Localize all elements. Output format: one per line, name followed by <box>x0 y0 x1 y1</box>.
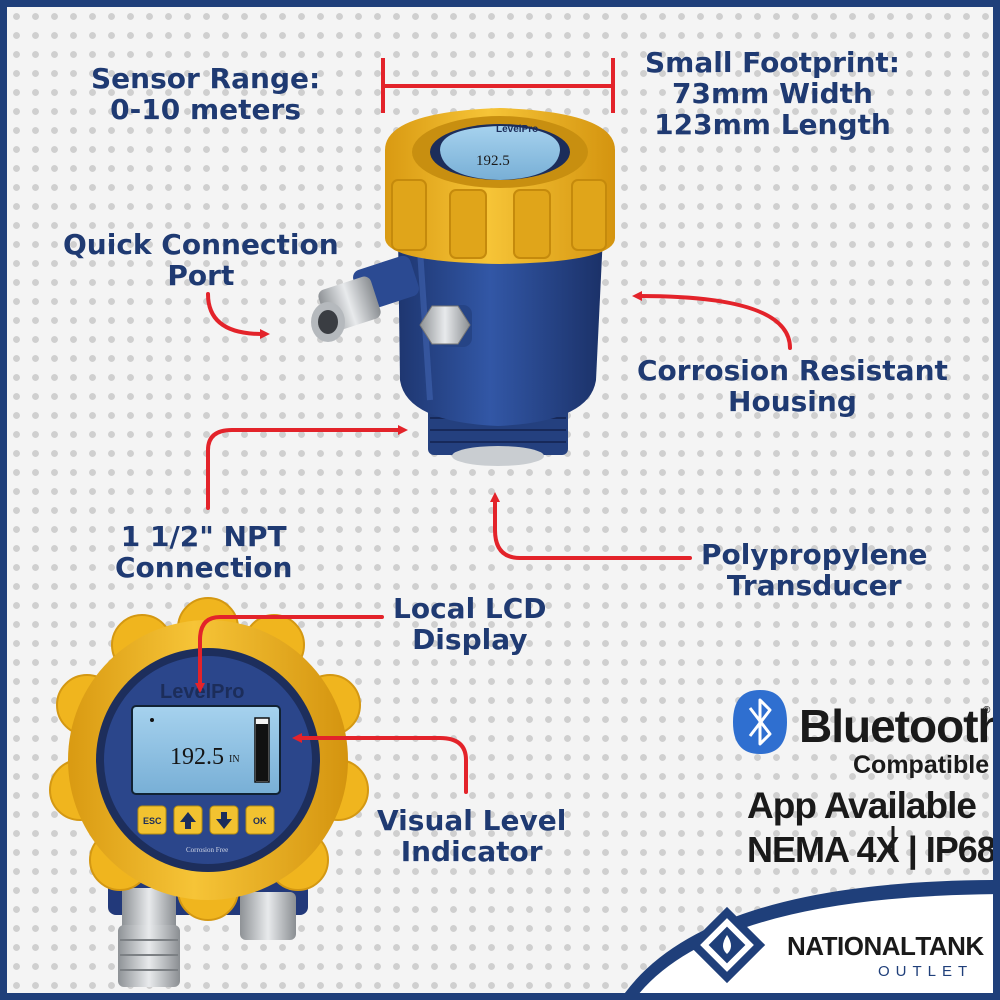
quick-port-label-line2: Port <box>167 259 235 292</box>
npt-label-line1: 1 1/2" NPT <box>120 520 287 553</box>
lcd-reading-unit: IN <box>229 754 240 765</box>
callout-arrows <box>195 291 792 794</box>
up-button[interactable] <box>173 805 203 835</box>
sensor-range-label-line2: 0-10 meters <box>110 93 301 126</box>
housing-label-line1: Corrosion Resistant <box>637 354 948 387</box>
top-device: LevelPro 192.5 <box>311 108 615 466</box>
brand-name-part1: NATIONAL <box>787 931 916 961</box>
product-illustration: LevelPro 192.5 <box>49 58 993 993</box>
national-tank-outlet-logo-icon <box>688 906 766 984</box>
front-device-logo: LevelPro <box>160 681 244 703</box>
svg-text:OK: OK <box>253 816 267 826</box>
quick-connection-port-label: Quick Connection Port <box>63 229 339 291</box>
nema-rating-text: NEMA 4X | IP68 <box>747 829 996 870</box>
footprint-label-line1: Small Footprint: <box>645 46 900 79</box>
arrow-up-icon <box>180 812 196 829</box>
lcd-label-line2: Display <box>412 623 528 656</box>
top-device-logo: LevelPro <box>496 124 538 135</box>
lcd-display-label: Local LCD Display <box>393 593 547 655</box>
npt-label-line2: Connection <box>115 551 293 584</box>
brand-name: NATIONALTANK <box>787 931 984 962</box>
top-device-reading: 192.5 <box>476 153 510 169</box>
transducer-label-line1: Polypropylene <box>701 538 928 571</box>
quick-port-label-line1: Quick Connection <box>63 228 339 261</box>
transducer-label: Polypropylene Transducer <box>701 539 928 601</box>
lcd-label-line1: Local LCD <box>393 592 547 625</box>
level-indicator-label-line1: Visual Level <box>377 804 567 837</box>
sensor-range-label-line1: Sensor Range: <box>91 62 321 95</box>
front-device: 192.5 IN LevelPro ESC OK <box>49 597 369 987</box>
ok-button[interactable]: OK <box>245 805 275 835</box>
brand-subtitle: OUTLET <box>878 963 974 980</box>
bluetooth-wordmark: Bluetooth <box>799 700 1000 752</box>
housing-label-line2: Housing <box>728 385 857 418</box>
arrow-down-icon <box>216 812 232 829</box>
app-available-text: App Available <box>747 785 977 826</box>
level-indicator-fill <box>256 724 268 781</box>
device-footer-text: Corrosion Free <box>186 846 228 854</box>
svg-text:ESC: ESC <box>143 816 162 826</box>
bluetooth-icon <box>733 690 787 754</box>
down-button[interactable] <box>209 805 239 835</box>
brand-name-part2: TANK <box>915 931 984 961</box>
level-indicator-label-line2: Indicator <box>400 835 543 868</box>
sensor-range-label: Sensor Range: 0-10 meters <box>91 63 320 125</box>
visual-level-indicator-label: Visual Level Indicator <box>377 805 566 867</box>
footprint-label: Small Footprint: 73mm Width 123mm Length <box>645 47 900 140</box>
lcd-reading-value: 192.5 <box>170 744 224 770</box>
npt-connection-label: 1 1/2" NPT Connection <box>115 521 292 583</box>
registered-mark: ® <box>983 705 991 716</box>
footprint-label-line2: 73mm Width <box>672 77 873 110</box>
footprint-label-line3: 123mm Length <box>654 108 891 141</box>
transducer-label-line2: Transducer <box>726 569 902 602</box>
housing-label: Corrosion Resistant Housing <box>637 355 948 417</box>
esc-button[interactable]: ESC <box>137 805 167 835</box>
bluetooth-compatible-text: Compatible <box>853 751 990 779</box>
lcd-screen <box>131 705 281 795</box>
footprint-dimension-line <box>381 58 615 113</box>
